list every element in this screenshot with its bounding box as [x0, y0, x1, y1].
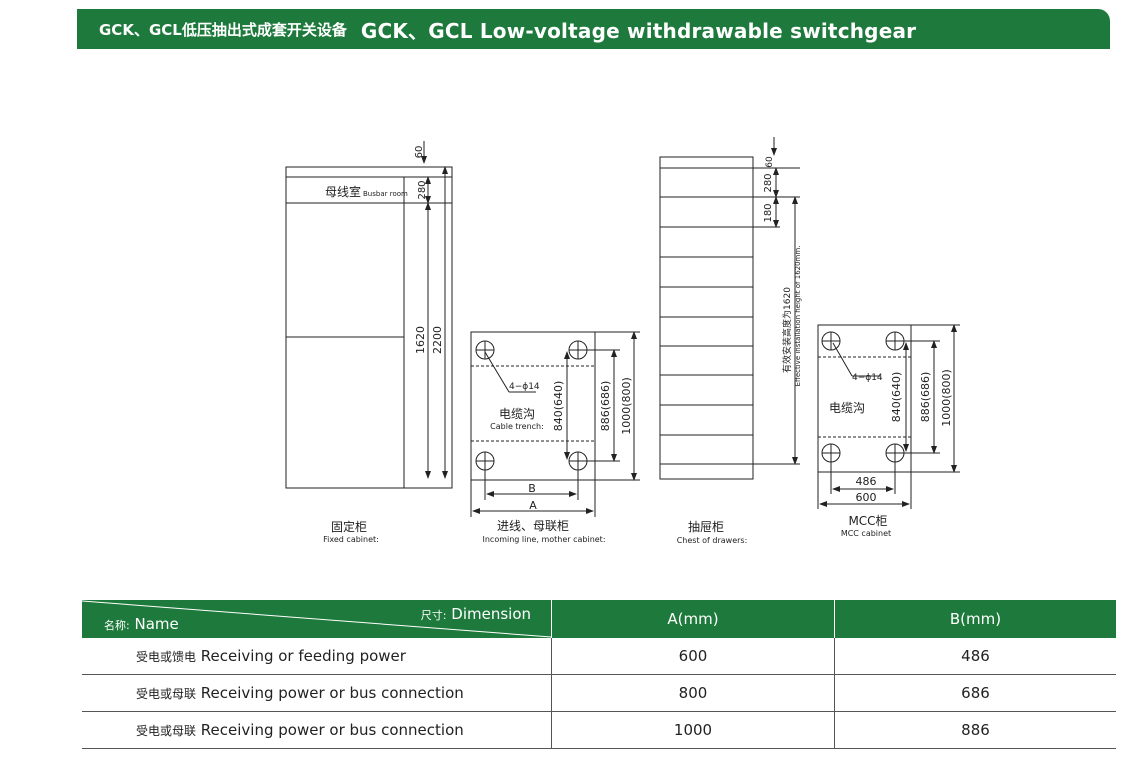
table-header-row: 尺寸: Dimension 名称: Name A(mm) B(mm): [82, 600, 1116, 638]
row-b-value: 686: [834, 674, 1116, 712]
incoming-dim-886: 886(686): [599, 381, 612, 432]
row-b-value: 886: [834, 711, 1116, 749]
fixed-dim-60: 60: [414, 146, 425, 159]
row-name-cell: 受电或母联 Receiving power or bus connection: [82, 674, 552, 712]
mcc-cabinet-caption-cn: MCC柜: [848, 514, 887, 528]
incoming-trench-label-cn: 电缆沟: [499, 407, 535, 421]
header-b: B(mm): [834, 600, 1116, 638]
row-name-cn: 受电或母联: [136, 687, 197, 701]
mcc-dim-1000: 1000(800): [940, 369, 953, 427]
mcc-dim-486: 486: [856, 475, 877, 488]
busbar-room-label-cn: 母线室: [325, 184, 361, 199]
dimension-table: 尺寸: Dimension 名称: Name A(mm) B(mm) 受电或馈电…: [82, 600, 1116, 749]
row-name-en: Receiving power or bus connection: [200, 684, 464, 702]
technical-drawings: 母线室 Busbar room 60 280 1620 2200 固定柜 Fix…: [285, 137, 960, 545]
incoming-dim-a: A: [529, 499, 537, 512]
drawer-chest-caption-en: Chest of drawers:: [677, 536, 748, 545]
header-dimension-label: 尺寸: Dimension: [421, 605, 531, 623]
page-title-en: GCK、GCL Low-voltage withdrawable switchg…: [360, 18, 917, 43]
drawer-chest-outline: [659, 156, 754, 480]
row-a-value: 600: [551, 638, 835, 675]
fixed-cabinet-drawing: [285, 141, 453, 489]
mcc-cabinet-drawing: [817, 324, 960, 509]
incoming-cabinet-caption-cn: 进线、母联柜: [497, 519, 569, 533]
header-a: A(mm): [551, 600, 835, 638]
mcc-dim-600: 600: [856, 491, 877, 504]
fixed-dim-2200: 2200: [431, 326, 444, 354]
incoming-dim-840: 840(640): [552, 381, 565, 432]
drawer-chest-caption-cn: 抽屉柜: [688, 520, 724, 534]
row-name-cell: 受电或馈电 Receiving or feeding power: [82, 638, 552, 675]
header-name-dimension-cell: 尺寸: Dimension 名称: Name: [82, 600, 552, 638]
mcc-hole-label: 4−ϕ14: [852, 373, 883, 383]
mcc-dim-886: 886(686): [919, 372, 932, 423]
incoming-cabinet-drawing: [470, 331, 640, 517]
drawer-dim-60: 60: [765, 156, 775, 168]
incoming-cabinet-caption-en: Incoming line, mother cabinet:: [482, 535, 605, 544]
row-name-cn: 受电或馈电: [136, 650, 197, 664]
incoming-hole-label: 4−ϕ14: [509, 382, 540, 392]
table-row: 受电或母联 Receiving power or bus connection …: [82, 674, 1116, 712]
drawer-dim-280: 280: [763, 173, 774, 192]
effective-height-label-cn: 有效安装高度为1620: [781, 287, 793, 373]
incoming-dim-1000: 1000(800): [620, 377, 633, 435]
mcc-cabinet-caption-en: MCC cabinet: [841, 529, 891, 538]
drawer-chest-drawing: [659, 137, 800, 480]
header-diagonal-line: [82, 600, 551, 638]
incoming-dim-b: B: [528, 482, 536, 495]
row-name-cn: 受电或母联: [136, 724, 197, 738]
row-b-value: 486: [834, 638, 1116, 675]
incoming-trench-label-en: Cable trench:: [490, 422, 544, 431]
row-a-value: 800: [551, 674, 835, 712]
fixed-cabinet-outline: [285, 166, 453, 489]
mcc-dim-840: 840(640): [890, 372, 903, 423]
drawer-dim-180: 180: [763, 203, 774, 222]
fixed-cabinet-caption-en: Fixed cabinet:: [323, 535, 379, 544]
effective-height-label-en: Effective installation height of 1620mm.: [794, 246, 802, 387]
mcc-trench-label-cn: 电缆沟: [829, 401, 865, 415]
mcc-cabinet-outline: [817, 324, 912, 473]
row-name-en: Receiving power or bus connection: [200, 721, 464, 739]
header-name-label: 名称: Name: [104, 615, 179, 633]
fixed-dim-1620: 1620: [414, 326, 427, 354]
table-row: 受电或母联 Receiving power or bus connection …: [82, 711, 1116, 749]
header-name-cn: 名称:: [104, 619, 130, 632]
incoming-cabinet-outline: [470, 331, 596, 481]
row-a-value: 1000: [551, 711, 835, 749]
fixed-dim-280: 280: [417, 180, 428, 199]
busbar-room-label-en: Busbar room: [363, 190, 408, 198]
table-row: 受电或馈电 Receiving or feeding power 600 486: [82, 638, 1116, 675]
page-title-cn: GCK、GCL低压抽出式成套开关设备: [99, 20, 347, 39]
row-name-en: Receiving or feeding power: [200, 647, 406, 665]
header-name-en: Name: [134, 615, 179, 633]
fixed-cabinet-caption-cn: 固定柜: [331, 519, 367, 534]
header-dimension-en: Dimension: [451, 605, 531, 623]
page-header-banner: GCK、GCL低压抽出式成套开关设备 GCK、GCL Low-voltage w…: [77, 9, 1110, 49]
row-name-cell: 受电或母联 Receiving power or bus connection: [82, 711, 552, 749]
header-dimension-cn: 尺寸:: [420, 609, 447, 622]
